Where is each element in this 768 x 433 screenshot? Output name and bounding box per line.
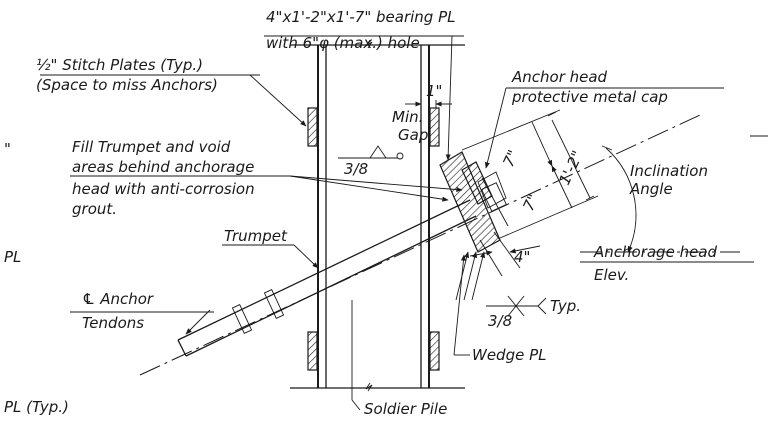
weld-size-left: 3/8: [344, 160, 368, 178]
edge-fragment-2: PL: [4, 248, 21, 266]
inclination-angle: [580, 145, 740, 253]
bearing-plate-label-2: with 6"φ (max.) hole: [266, 34, 420, 52]
bearing-plate-label-1: 4"x1'-2"x1'-7" bearing PL: [266, 8, 456, 26]
inclination-label-2: Angle: [629, 180, 673, 198]
fill-label-1: Fill Trumpet and void: [72, 138, 231, 156]
anchor-head-label-1: Anchor head: [511, 68, 608, 86]
stitch-plates: [307, 107, 440, 371]
edge-fragment-3: PL (Typ.): [4, 398, 69, 416]
weld-symbol-right: [486, 295, 547, 317]
min-gap-dimension-text: 1": [426, 82, 442, 100]
dim-7-lower: 7": [519, 191, 542, 214]
typ-label: Typ.: [550, 297, 581, 315]
anchorage-head-label-2: Elev.: [594, 266, 629, 284]
fill-label-4: grout.: [72, 200, 117, 218]
stitch-plates-label-2: (Space to miss Anchors): [36, 76, 218, 94]
trumpet: [177, 199, 477, 357]
anchor-tendons-label-1: ℄ Anchor: [82, 290, 154, 308]
soldier-pile-label: Soldier Pile: [364, 400, 447, 418]
anchorage-head-label-1: Anchorage head: [593, 243, 718, 261]
weld-size-right: 3/8: [488, 312, 512, 330]
min-gap-dimension: [405, 100, 452, 108]
weld-symbol-left: [338, 145, 404, 160]
min-gap-label-2: Gap: [398, 126, 428, 144]
wedge-plate-label: Wedge PL: [472, 346, 547, 364]
edge-fragment-1: ": [4, 140, 11, 158]
leader-lines: [40, 35, 768, 411]
fill-label-2: areas behind anchorage: [72, 158, 254, 176]
anchor-head-label-2: protective metal cap: [511, 88, 668, 106]
anchor-centerline: [139, 114, 701, 376]
anchor-tendons-label-2: Tendons: [82, 314, 144, 332]
dim-4: 4": [514, 248, 530, 266]
min-gap-label-1: Min.: [392, 108, 423, 126]
trumpet-label: Trumpet: [224, 227, 288, 245]
dim-7-upper: 7": [499, 147, 522, 170]
inclination-label-1: Inclination: [630, 162, 708, 180]
fill-label-3: head with anti-corrosion: [72, 180, 255, 198]
stitch-plates-label-1: ½" Stitch Plates (Typ.): [36, 56, 203, 74]
plate-dimensions: [461, 109, 599, 239]
